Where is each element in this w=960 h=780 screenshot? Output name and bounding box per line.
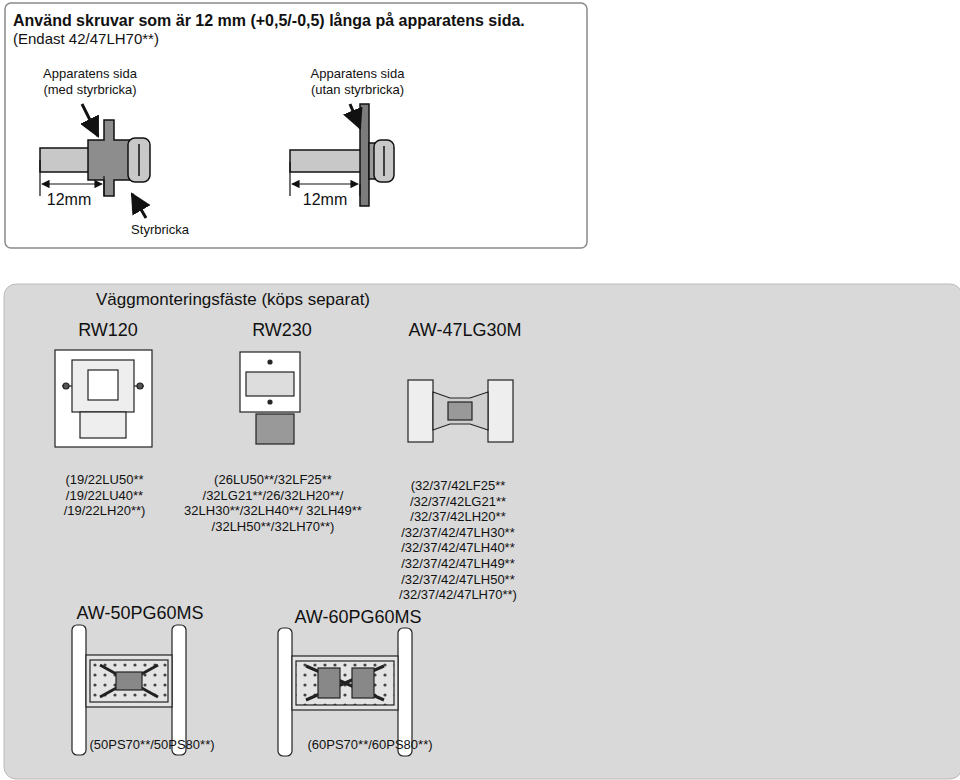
model-list: (19/22LU50** /19/22LU40** /19/22LH20**) (52, 472, 157, 519)
screw-without-washer (290, 104, 394, 206)
part-label: Styrbricka (120, 222, 200, 238)
aw47-bracket (408, 380, 513, 442)
note-box: Använd skruvar som är 12 mm (+0,5/-0,5) … (5, 3, 587, 248)
part-label: Apparatens sida (med styrbricka) (30, 66, 150, 97)
product-name: AW-50PG60MS (70, 603, 210, 625)
model-list: (60PS70**/60PS80**) (280, 737, 460, 753)
model-list: (26LU50**/32LF25** /32LG21**/26/32LH20**… (178, 472, 368, 534)
rw120-bracket (55, 350, 152, 447)
part-label: Apparatens sida (utan styrbricka) (295, 66, 420, 97)
panel-ground (4, 284, 960, 779)
leader-arrow (82, 104, 360, 218)
aw60-bracket (278, 628, 412, 756)
model-list: (32/37/42LF25** /32/37/42LG21** /32/37/4… (378, 478, 538, 603)
note-heading: Använd skruvar som är 12 mm (+0,5/-0,5) … (13, 11, 579, 30)
note-subheading: (Endast 42/47LH70**) (13, 30, 579, 48)
product-name: RW230 (232, 320, 332, 342)
product-name: AW-47LG30M (395, 320, 535, 342)
model-list: (50PS70**/50PS80**) (62, 737, 242, 753)
aw50-bracket (72, 625, 186, 755)
panel-heading: Väggmonteringsfäste (köps separat) (96, 290, 960, 310)
dimension-line (40, 160, 360, 196)
note-box-outline (5, 3, 587, 248)
product-name: AW-60PG60MS (288, 607, 428, 629)
product-name: RW120 (58, 320, 158, 342)
dimension-label: 12mm (290, 190, 360, 209)
rw230-bracket (240, 352, 300, 444)
dimension-label: 12mm (34, 190, 104, 209)
